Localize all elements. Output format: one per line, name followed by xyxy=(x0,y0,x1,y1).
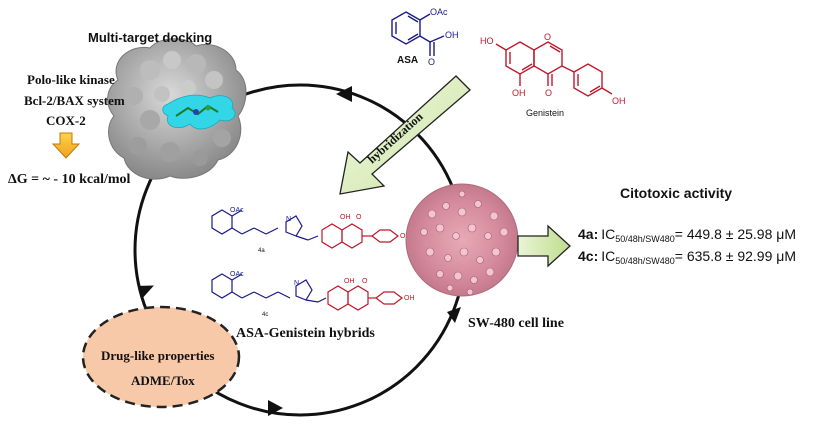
cycle-arrowhead-bottom xyxy=(268,400,283,416)
hybridization-label: hybridization xyxy=(365,109,426,166)
druglike-line1: Drug-like properties xyxy=(101,348,215,363)
hybridization-arrow xyxy=(339,75,471,195)
cytotoxic-4a-compound: 4a: xyxy=(578,226,598,242)
hybrid-4c-oac: OAc xyxy=(230,271,244,278)
green-right-arrow xyxy=(517,224,571,268)
asa-o-label: O xyxy=(428,57,435,67)
hybrid-4a-o-top: O xyxy=(356,214,362,221)
druglike-line2: ADME/Tox xyxy=(131,373,195,388)
genistein-oh2-label: OH xyxy=(612,96,626,106)
docking-target-1: Polo-like kinase xyxy=(27,72,115,87)
orange-down-arrow xyxy=(51,132,81,159)
protein-surface-image xyxy=(107,38,247,180)
hybrid-4a-oac: OAc xyxy=(230,207,244,214)
druglike-ellipse xyxy=(81,305,241,409)
genistein-ho-label: HO xyxy=(480,36,494,46)
cytotoxic-title: Citotoxic activity xyxy=(620,185,732,201)
hybrid-4c-structure xyxy=(211,273,403,311)
cytotoxic-4a-value: = 449.8 ± 25.98 μM xyxy=(675,226,796,242)
hybrid-4a-n: N xyxy=(286,216,291,223)
hybrid-4c-o-top: O xyxy=(362,278,368,285)
cytotoxic-row-4a: 4a:IC50/48h/SW480= 449.8 ± 25.98 μM xyxy=(578,226,796,244)
hybrid-4c-oh-right: OH xyxy=(404,295,415,302)
asa-label: ASA xyxy=(397,55,418,66)
asa-oh-label: OH xyxy=(445,30,459,40)
docking-energy: ΔG = ~ - 10 kcal/mol xyxy=(8,172,131,187)
asa-oac-label: OAc xyxy=(430,7,448,17)
genistein-ketone-o-label: O xyxy=(545,88,552,98)
asa-structure xyxy=(391,11,445,56)
cell-line-label: SW-480 cell line xyxy=(468,316,564,331)
hybrid-4c-label: 4c xyxy=(262,312,268,318)
cytotoxic-4a-ic: IC xyxy=(601,226,615,242)
docking-target-3: COX-2 xyxy=(46,113,86,128)
cytotoxic-4a-sub: 50/48h/SW480 xyxy=(615,234,675,244)
hybrid-4a-oh-right: OH xyxy=(400,233,411,240)
hybrid-4c-n: N xyxy=(294,280,299,287)
sw480-cell-image xyxy=(405,183,519,297)
cycle-arrowhead-left xyxy=(138,285,154,300)
cytotoxic-4c-compound: 4c: xyxy=(578,248,598,264)
docking-target-2: Bcl-2/BAX system xyxy=(24,93,125,108)
hybrid-4a-oh-top: OH xyxy=(340,214,351,221)
genistein-label: Genistein xyxy=(526,108,564,118)
hybrid-4a-structure xyxy=(211,209,399,249)
genistein-structure xyxy=(495,41,613,97)
hybrid-4a-label: 4a xyxy=(258,248,265,254)
hybrid-4c-oh-top: OH xyxy=(344,278,355,285)
genistein-ring-o-label: O xyxy=(544,32,551,42)
docking-title: Multi-target docking xyxy=(88,30,212,45)
cytotoxic-4c-ic: IC xyxy=(601,248,615,264)
cytotoxic-4c-value: = 635.8 ± 92.99 μM xyxy=(675,248,796,264)
genistein-oh1-label: OH xyxy=(512,88,526,98)
cytotoxic-4c-sub: 50/48h/SW480 xyxy=(615,256,675,266)
cycle-arrowhead-right xyxy=(447,307,461,323)
hybrids-label: ASA-Genistein hybrids xyxy=(236,326,375,341)
cytotoxic-row-4c: 4c:IC50/48h/SW480= 635.8 ± 92.99 μM xyxy=(578,248,796,266)
cycle-arrowhead-top xyxy=(336,86,352,102)
